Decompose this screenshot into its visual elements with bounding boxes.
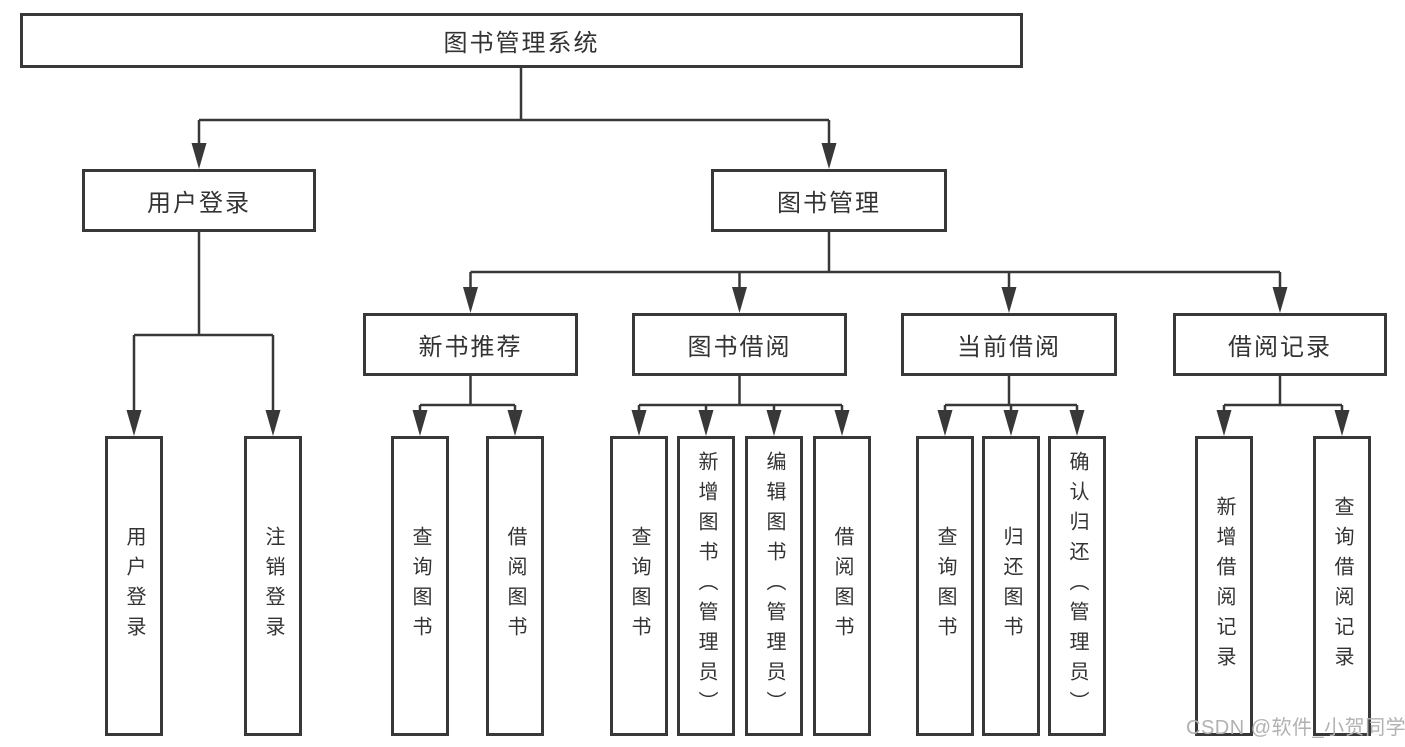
arrow-down-icon <box>507 410 523 436</box>
arrow-down-icon <box>937 410 953 436</box>
leaf-borrow-books-recommend: 借阅图书 <box>486 436 544 736</box>
connector-lines <box>132 68 1344 414</box>
leaf-label: 编辑图书（管理员） <box>763 451 785 721</box>
node-book-borrowing: 图书借阅 <box>632 313 847 376</box>
arrow-down-icon <box>1216 410 1232 436</box>
leaf-user-login: 用户登录 <box>105 436 163 736</box>
arrow-down-icon <box>766 410 782 436</box>
leaf-label: 新增图书（管理员） <box>695 451 717 721</box>
arrow-down-icon <box>126 410 142 436</box>
node-user-login: 用户登录 <box>82 169 316 232</box>
leaf-confirm-return-admin: 确认归还（管理员） <box>1048 436 1106 736</box>
arrow-down-icon <box>1069 410 1085 436</box>
leaf-label: 确认归还（管理员） <box>1066 451 1088 721</box>
leaf-label: 查询图书 <box>628 526 650 646</box>
leaf-label: 查询借阅记录 <box>1331 496 1353 676</box>
arrow-down-icon <box>631 410 647 436</box>
arrow-down-icon <box>463 287 478 313</box>
arrow-down-icon <box>1334 410 1350 436</box>
leaf-query-books-borrow: 查询图书 <box>610 436 668 736</box>
leaf-query-borrow-record: 查询借阅记录 <box>1313 436 1371 736</box>
leaf-label: 新增借阅记录 <box>1213 496 1235 676</box>
leaf-label: 查询图书 <box>409 526 431 646</box>
leaf-label: 注销登录 <box>262 526 284 646</box>
leaf-label: 查询图书 <box>934 526 956 646</box>
leaf-add-borrow-record: 新增借阅记录 <box>1195 436 1253 736</box>
arrow-down-icon <box>1001 287 1017 313</box>
arrow-down-icon <box>834 410 850 436</box>
arrow-down-icon <box>412 410 428 436</box>
arrowheads <box>126 143 1350 436</box>
arrow-down-icon <box>698 410 714 436</box>
node-borrowing-records: 借阅记录 <box>1173 313 1387 376</box>
arrow-down-icon <box>821 143 837 169</box>
leaf-label: 借阅图书 <box>504 526 526 646</box>
arrow-down-icon <box>1003 410 1019 436</box>
leaf-query-books-current: 查询图书 <box>916 436 974 736</box>
node-book-management: 图书管理 <box>711 169 947 232</box>
arrow-down-icon <box>1272 287 1288 313</box>
leaf-return-books: 归还图书 <box>982 436 1040 736</box>
leaf-label: 归还图书 <box>1000 526 1022 646</box>
leaf-label: 用户登录 <box>123 526 145 646</box>
node-new-book-recommendation: 新书推荐 <box>363 313 578 376</box>
node-current-borrowing: 当前借阅 <box>901 313 1117 376</box>
csdn-watermark: CSDN @软件_小贺同学 <box>1186 717 1405 739</box>
leaf-label: 借阅图书 <box>831 526 853 646</box>
node-library-management-system: 图书管理系统 <box>20 13 1023 68</box>
leaf-borrow-books: 借阅图书 <box>813 436 871 736</box>
leaf-logout: 注销登录 <box>244 436 302 736</box>
arrow-down-icon <box>265 410 281 436</box>
leaf-query-books-recommend: 查询图书 <box>391 436 449 736</box>
leaf-edit-books-admin: 编辑图书（管理员） <box>745 436 803 736</box>
arrow-down-icon <box>732 287 747 313</box>
arrow-down-icon <box>191 143 207 169</box>
leaf-add-books-admin: 新增图书（管理员） <box>677 436 735 736</box>
